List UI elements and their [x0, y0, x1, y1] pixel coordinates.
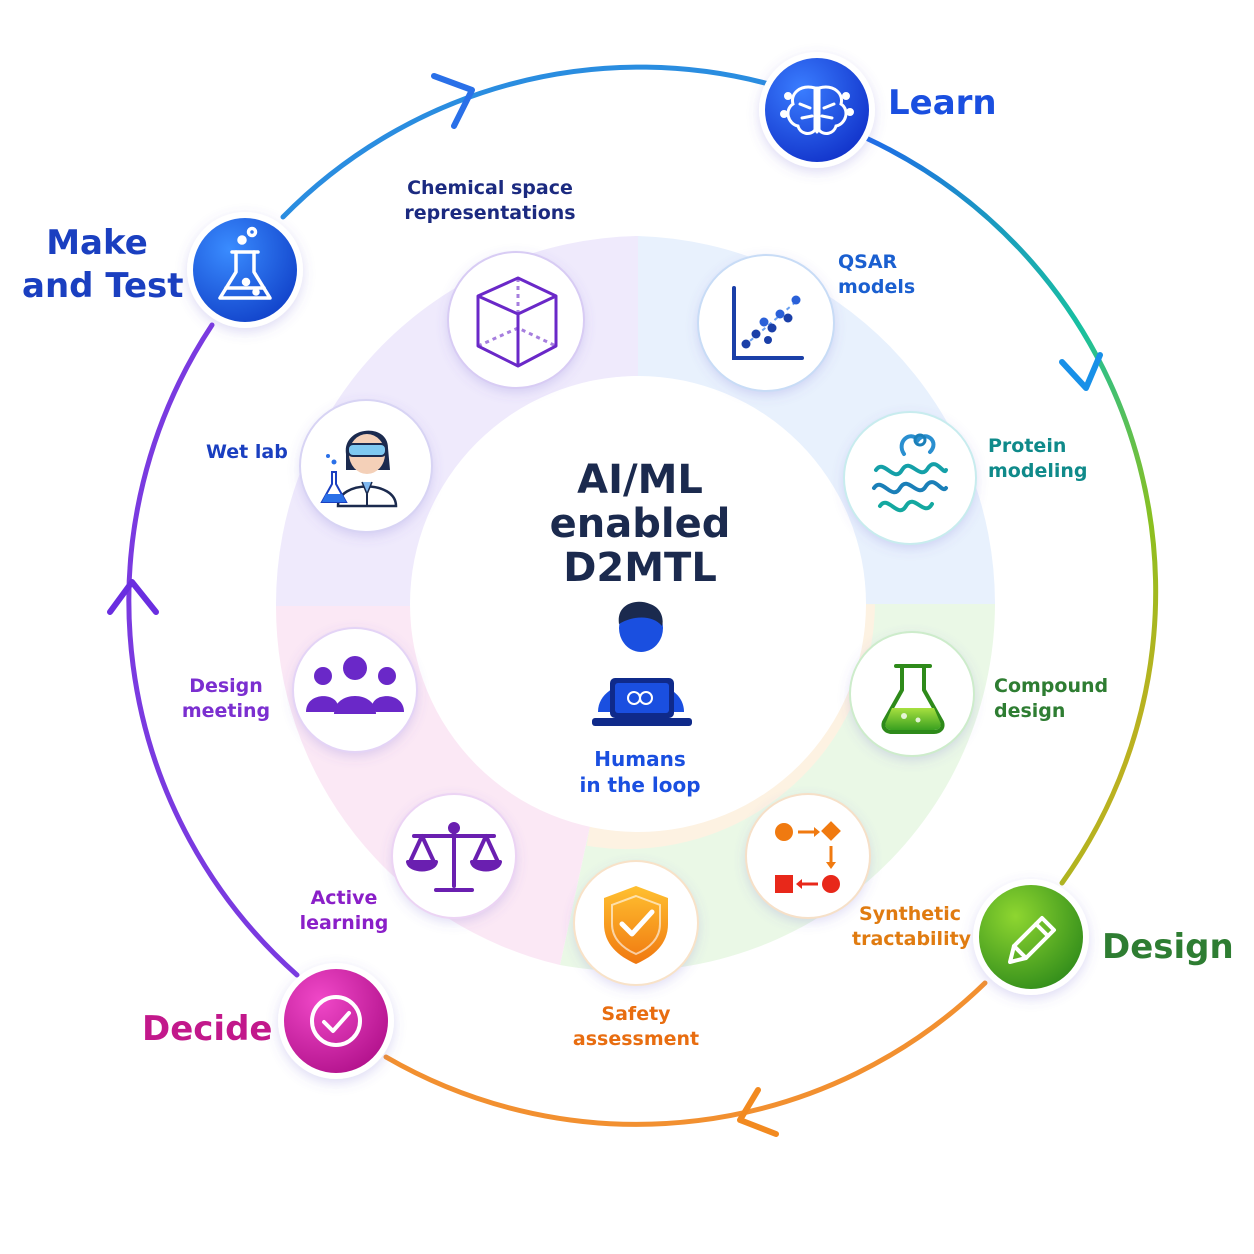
- arrow-bottom-icon: [737, 1087, 779, 1137]
- center-title-line: D2MTL: [563, 545, 717, 591]
- tool-label-line: Safety: [601, 1003, 671, 1025]
- ring-segment-make-learn: [280, 64, 779, 220]
- cube-icon: [476, 276, 558, 368]
- pencil-icon: [1008, 916, 1056, 964]
- center-subtitle-line: in the loop: [579, 773, 701, 797]
- center-title-line: enabled: [549, 501, 731, 547]
- tool-label-line: assessment: [572, 1027, 700, 1050]
- tool-label-wet-lab: Wet lab: [206, 440, 288, 465]
- balance-scale-icon: [406, 822, 502, 892]
- cycle-arrows: [107, 73, 1103, 1137]
- stage-label-learn: Learn: [888, 82, 997, 125]
- tool-label-line: learning: [299, 911, 389, 934]
- tool-label-line: models: [838, 275, 916, 298]
- ring-segment-learn-design: [863, 135, 1159, 886]
- arrow-top-icon: [431, 73, 475, 129]
- stage-label-decide: Decide: [142, 1008, 273, 1051]
- ring-segment-design-decide: [383, 980, 988, 1127]
- tool-label-line: representations: [404, 201, 576, 224]
- stage-node-learn: [759, 52, 875, 168]
- tool-label-compound: Compound design: [994, 674, 1108, 723]
- flask-icon: [218, 226, 272, 300]
- tool-node-qsar: [697, 254, 835, 392]
- scatter-plot-icon: [732, 286, 804, 360]
- center-title-line: AI/ML: [577, 457, 703, 503]
- tool-label-line: tractability: [852, 927, 972, 950]
- erlenmeyer-flask-icon: [881, 664, 945, 734]
- tool-label-line: QSAR: [838, 251, 898, 273]
- tool-node-compound: [849, 631, 975, 757]
- center-title: AI/ML enabled D2MTL: [490, 458, 790, 590]
- scientist-icon: [320, 430, 398, 508]
- tool-label-chemical-space: Chemical space representations: [400, 176, 580, 225]
- tool-label-line: Protein: [988, 435, 1067, 457]
- stage-node-decide: [278, 963, 394, 1079]
- cycle-ring: [126, 64, 1159, 1127]
- check-circle-icon: [310, 995, 362, 1047]
- stage-node-make-test: [187, 212, 303, 328]
- reaction-flow-icon: [775, 821, 841, 893]
- tool-label-line: Chemical space: [407, 177, 573, 199]
- stage-label-line: Decide: [142, 1009, 273, 1049]
- stage-label-line: Make: [46, 223, 148, 263]
- stage-label-line: Design: [1102, 927, 1234, 967]
- stage-label-design: Design: [1102, 926, 1234, 969]
- arrow-left-icon: [107, 579, 159, 615]
- tool-node-synthetic: [745, 793, 871, 919]
- tool-label-line: meeting: [181, 699, 271, 722]
- tool-label-design-meeting: Design meeting: [180, 674, 272, 723]
- arrow-right-icon: [1059, 352, 1103, 391]
- stage-label-line: Learn: [888, 83, 997, 123]
- tool-label-qsar: QSAR models: [838, 250, 915, 299]
- ring-segment-decide-make: [126, 322, 300, 978]
- tool-node-design-meeting: [292, 627, 418, 753]
- tool-label-synthetic: Synthetic tractability: [852, 902, 972, 951]
- group-icon: [306, 656, 404, 714]
- tool-label-active-learning: Active learning: [292, 886, 396, 935]
- tool-label-line: Active: [310, 887, 378, 909]
- tool-label-protein: Protein modeling: [988, 434, 1088, 483]
- stage-label-make-test: Make and Test: [22, 222, 184, 307]
- tool-node-chemical-space: [447, 251, 585, 389]
- stage-label-line: and Test: [22, 265, 184, 306]
- protein-icon: [872, 433, 948, 513]
- human-with-laptop-icon: [592, 601, 692, 726]
- tool-label-line: Synthetic: [859, 903, 961, 925]
- center-subtitle: Humans in the loop: [560, 746, 720, 798]
- tool-label-safety: Safety assessment: [566, 1002, 706, 1051]
- shield-check-icon: [604, 886, 668, 964]
- tool-label-line: Compound: [994, 675, 1109, 697]
- tool-label-line: design: [994, 699, 1066, 722]
- tool-label-line: modeling: [988, 459, 1088, 482]
- tool-label-line: Design: [189, 675, 263, 697]
- center-subtitle-line: Humans: [594, 747, 686, 771]
- tool-node-active-learning: [391, 793, 517, 919]
- tool-node-safety: [573, 860, 699, 986]
- tool-node-wet-lab: [299, 399, 433, 533]
- stage-node-design: [973, 879, 1089, 995]
- tool-node-protein: [843, 411, 977, 545]
- tool-label-line: Wet lab: [206, 441, 288, 463]
- brain-icon: [780, 85, 854, 135]
